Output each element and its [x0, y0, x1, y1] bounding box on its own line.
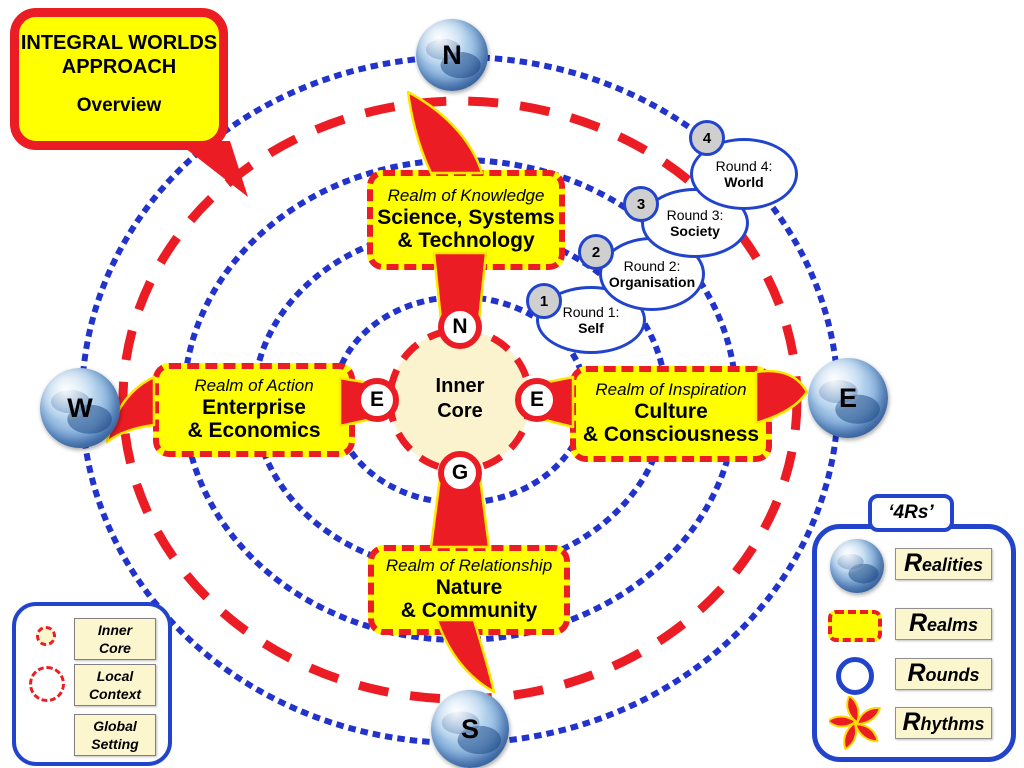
north-rhythm-swoosh [406, 90, 484, 175]
diagram-subtitle: Overview [76, 95, 162, 116]
realm-inspiration-line2: & Consciousness [582, 423, 760, 447]
rounds-circle-icon [836, 657, 874, 695]
realm-action-title: Realm of Action [194, 376, 314, 396]
legend-realities-label: Realities [895, 548, 992, 580]
round-2-label: Round 2: [623, 257, 681, 274]
round-1-name: Self [578, 320, 604, 336]
gene-node-e-left: E [355, 378, 399, 422]
realms-box-icon [828, 610, 882, 642]
legend-rhythms-label: Rhythms [895, 707, 992, 739]
realm-knowledge-line1: Science, Systems [377, 205, 555, 229]
gene-node-g: G [438, 451, 482, 495]
realities-globe-icon [830, 539, 884, 593]
local-context-legend-icon [29, 666, 65, 702]
realm-action-box: Realm of Action Enterprise & Economics [153, 363, 355, 457]
legend-rounds-label: Rounds [895, 658, 992, 690]
globe-south-icon: S [431, 690, 509, 768]
round-3-number-badge: 3 [623, 186, 659, 222]
realm-action-line1: Enterprise [202, 395, 306, 419]
four-rs-legend-title: ‘4Rs’ [868, 494, 954, 532]
round-1-label: Round 1: [562, 303, 620, 320]
legend-global-setting-label: Global Setting [74, 714, 156, 757]
realm-inspiration-line1: Culture [634, 399, 708, 423]
realm-relationship-title: Realm of Relationship [385, 556, 553, 576]
inner-core-label: Inner Core [435, 375, 485, 422]
round-2-number-badge: 2 [578, 234, 614, 270]
rhythms-pinwheel-icon [829, 696, 881, 750]
round-2-name: Organisation [608, 274, 696, 290]
globe-east-icon: E [808, 358, 888, 438]
globe-north-icon: N [416, 19, 488, 91]
realm-inspiration-title: Realm of Inspiration [595, 380, 747, 400]
round-4-label: Round 4: [715, 157, 773, 174]
gene-node-n: N [438, 305, 482, 349]
realm-action-line2: & Economics [187, 419, 321, 443]
legend-inner-core-label: Inner Core [74, 618, 156, 661]
realm-relationship-line1: Nature [435, 575, 503, 599]
realm-inspiration-box: Realm of Inspiration Culture & Conscious… [570, 366, 772, 462]
legend-local-context-label: Local Context [74, 664, 156, 707]
inner-core-legend-icon [36, 626, 56, 646]
round-3-label: Round 3: [666, 206, 724, 223]
title-bubble: INTEGRAL WORLDS APPROACH Overview [10, 8, 228, 150]
realm-knowledge-title: Realm of Knowledge [387, 186, 545, 206]
realm-knowledge-line2: & Technology [397, 229, 535, 253]
round-1-number-badge: 1 [526, 283, 562, 319]
diagram-title: INTEGRAL WORLDS APPROACH [20, 32, 218, 78]
realm-relationship-box: Realm of Relationship Nature & Community [368, 545, 570, 635]
gene-node-e-right: E [515, 378, 559, 422]
round-4-name: World [724, 174, 764, 190]
context-legend: Inner Core Local Context Global Setting [12, 602, 172, 766]
globe-west-icon: W [40, 368, 120, 448]
realm-relationship-line2: & Community [400, 599, 538, 623]
legend-realms-label: Realms [895, 608, 992, 640]
round-3-name: Society [670, 223, 720, 239]
round-4-number-badge: 4 [689, 120, 725, 156]
realm-knowledge-box: Realm of Knowledge Science, Systems & Te… [367, 170, 565, 270]
